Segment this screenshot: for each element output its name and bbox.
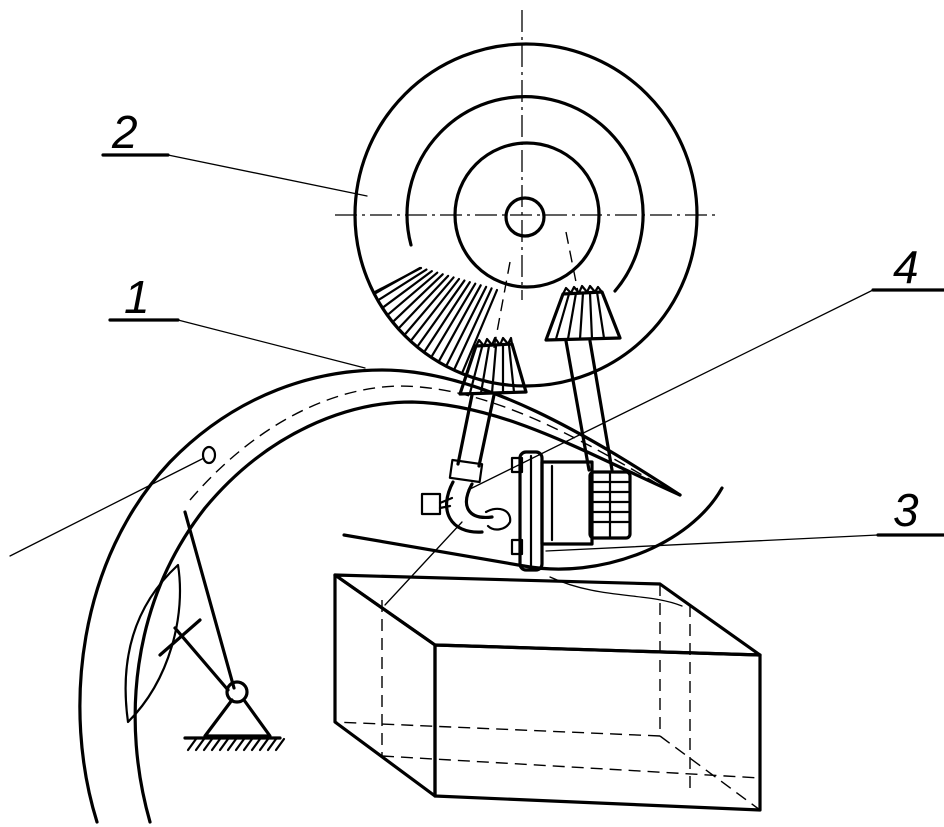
- assembly-bolt-bottom: [510, 538, 524, 556]
- pivot-support: [183, 680, 286, 752]
- wheel-axle-hole: [504, 196, 546, 238]
- hatch-line: [234, 737, 246, 752]
- gear-axis-lines: [493, 231, 579, 349]
- guide-hole: [201, 445, 217, 465]
- bristle-fan: [374, 266, 499, 373]
- box-top-face: [333, 573, 762, 657]
- hatch-line: [226, 737, 238, 752]
- leader-2: [167, 154, 368, 197]
- hatch-line: [242, 737, 254, 752]
- leader-3: [545, 534, 879, 552]
- curved-guide-frame: [9, 368, 682, 824]
- brush-wheel: [353, 42, 699, 388]
- hatch-line: [266, 737, 278, 752]
- hatch-line: [274, 737, 286, 752]
- bristle-line: [461, 288, 499, 373]
- right-gear-teeth: [561, 284, 604, 296]
- bristle-line: [387, 271, 439, 315]
- shaft-coupling: [448, 458, 484, 484]
- guide-cutout: [124, 563, 182, 724]
- wheel-outer-rim: [353, 42, 699, 388]
- wheel-spiral-ring: [405, 95, 645, 293]
- bristle-line: [393, 273, 444, 322]
- wheel-hub: [453, 141, 601, 289]
- guide-strut: [183, 510, 236, 690]
- label-part-2: 2: [111, 106, 138, 158]
- container-box: [333, 573, 762, 812]
- hatch-line: [258, 737, 270, 752]
- leader-4: [467, 289, 874, 491]
- assembly-body: [540, 460, 594, 546]
- left-bevel-gear: [458, 336, 528, 396]
- leader-4-extension: [384, 521, 463, 606]
- hatch-line: [218, 737, 230, 752]
- guide-center-line: [189, 385, 669, 501]
- bristle-line: [453, 287, 493, 370]
- hook-curl: [484, 507, 512, 531]
- guide-strut-brace: [173, 626, 230, 692]
- pivot-triangle: [203, 698, 272, 738]
- box-front-face: [433, 643, 762, 812]
- bristle-line: [417, 279, 466, 347]
- bristle-line: [431, 282, 477, 357]
- hatch-line: [250, 737, 262, 752]
- bristle-line: [424, 281, 471, 352]
- label-part-1: 1: [124, 271, 150, 323]
- bristle-line: [404, 276, 455, 335]
- bristle-line: [410, 277, 461, 341]
- sheet-strip: [342, 486, 724, 607]
- guide-outer-edge: [78, 368, 682, 824]
- hatch-line: [202, 737, 214, 752]
- wheel-center-lines: [335, 10, 718, 300]
- label-part-3: 3: [893, 484, 919, 536]
- right-bevel-gear: [544, 284, 622, 342]
- leader-lines: [101, 153, 944, 606]
- hatch-line: [210, 737, 222, 752]
- adjust-knob: [420, 492, 442, 516]
- bristle-edge: [372, 266, 422, 296]
- hatch-line: [194, 737, 206, 752]
- bristle-line: [398, 274, 450, 329]
- left-shaft: [420, 393, 512, 534]
- box-left-face: [333, 573, 437, 798]
- cord-line: [9, 457, 205, 557]
- bristle-line: [378, 268, 428, 301]
- pivot-pin: [225, 680, 249, 704]
- leader-1: [177, 319, 366, 369]
- guide-inner-edge: [133, 400, 682, 824]
- hook-outer: [445, 480, 484, 534]
- bristle-line: [438, 284, 482, 362]
- label-part-4: 4: [893, 241, 919, 293]
- drive-assembly: [510, 450, 632, 572]
- bristle-line: [445, 285, 488, 366]
- left-gear-teeth: [474, 336, 514, 348]
- hatch-line: [186, 737, 198, 752]
- ground-hatching: [186, 737, 286, 752]
- right-shaft: [564, 339, 614, 472]
- assembly-bolt-top: [510, 456, 524, 474]
- guide-strut-inner: [158, 618, 202, 657]
- bristle-line: [382, 270, 433, 308]
